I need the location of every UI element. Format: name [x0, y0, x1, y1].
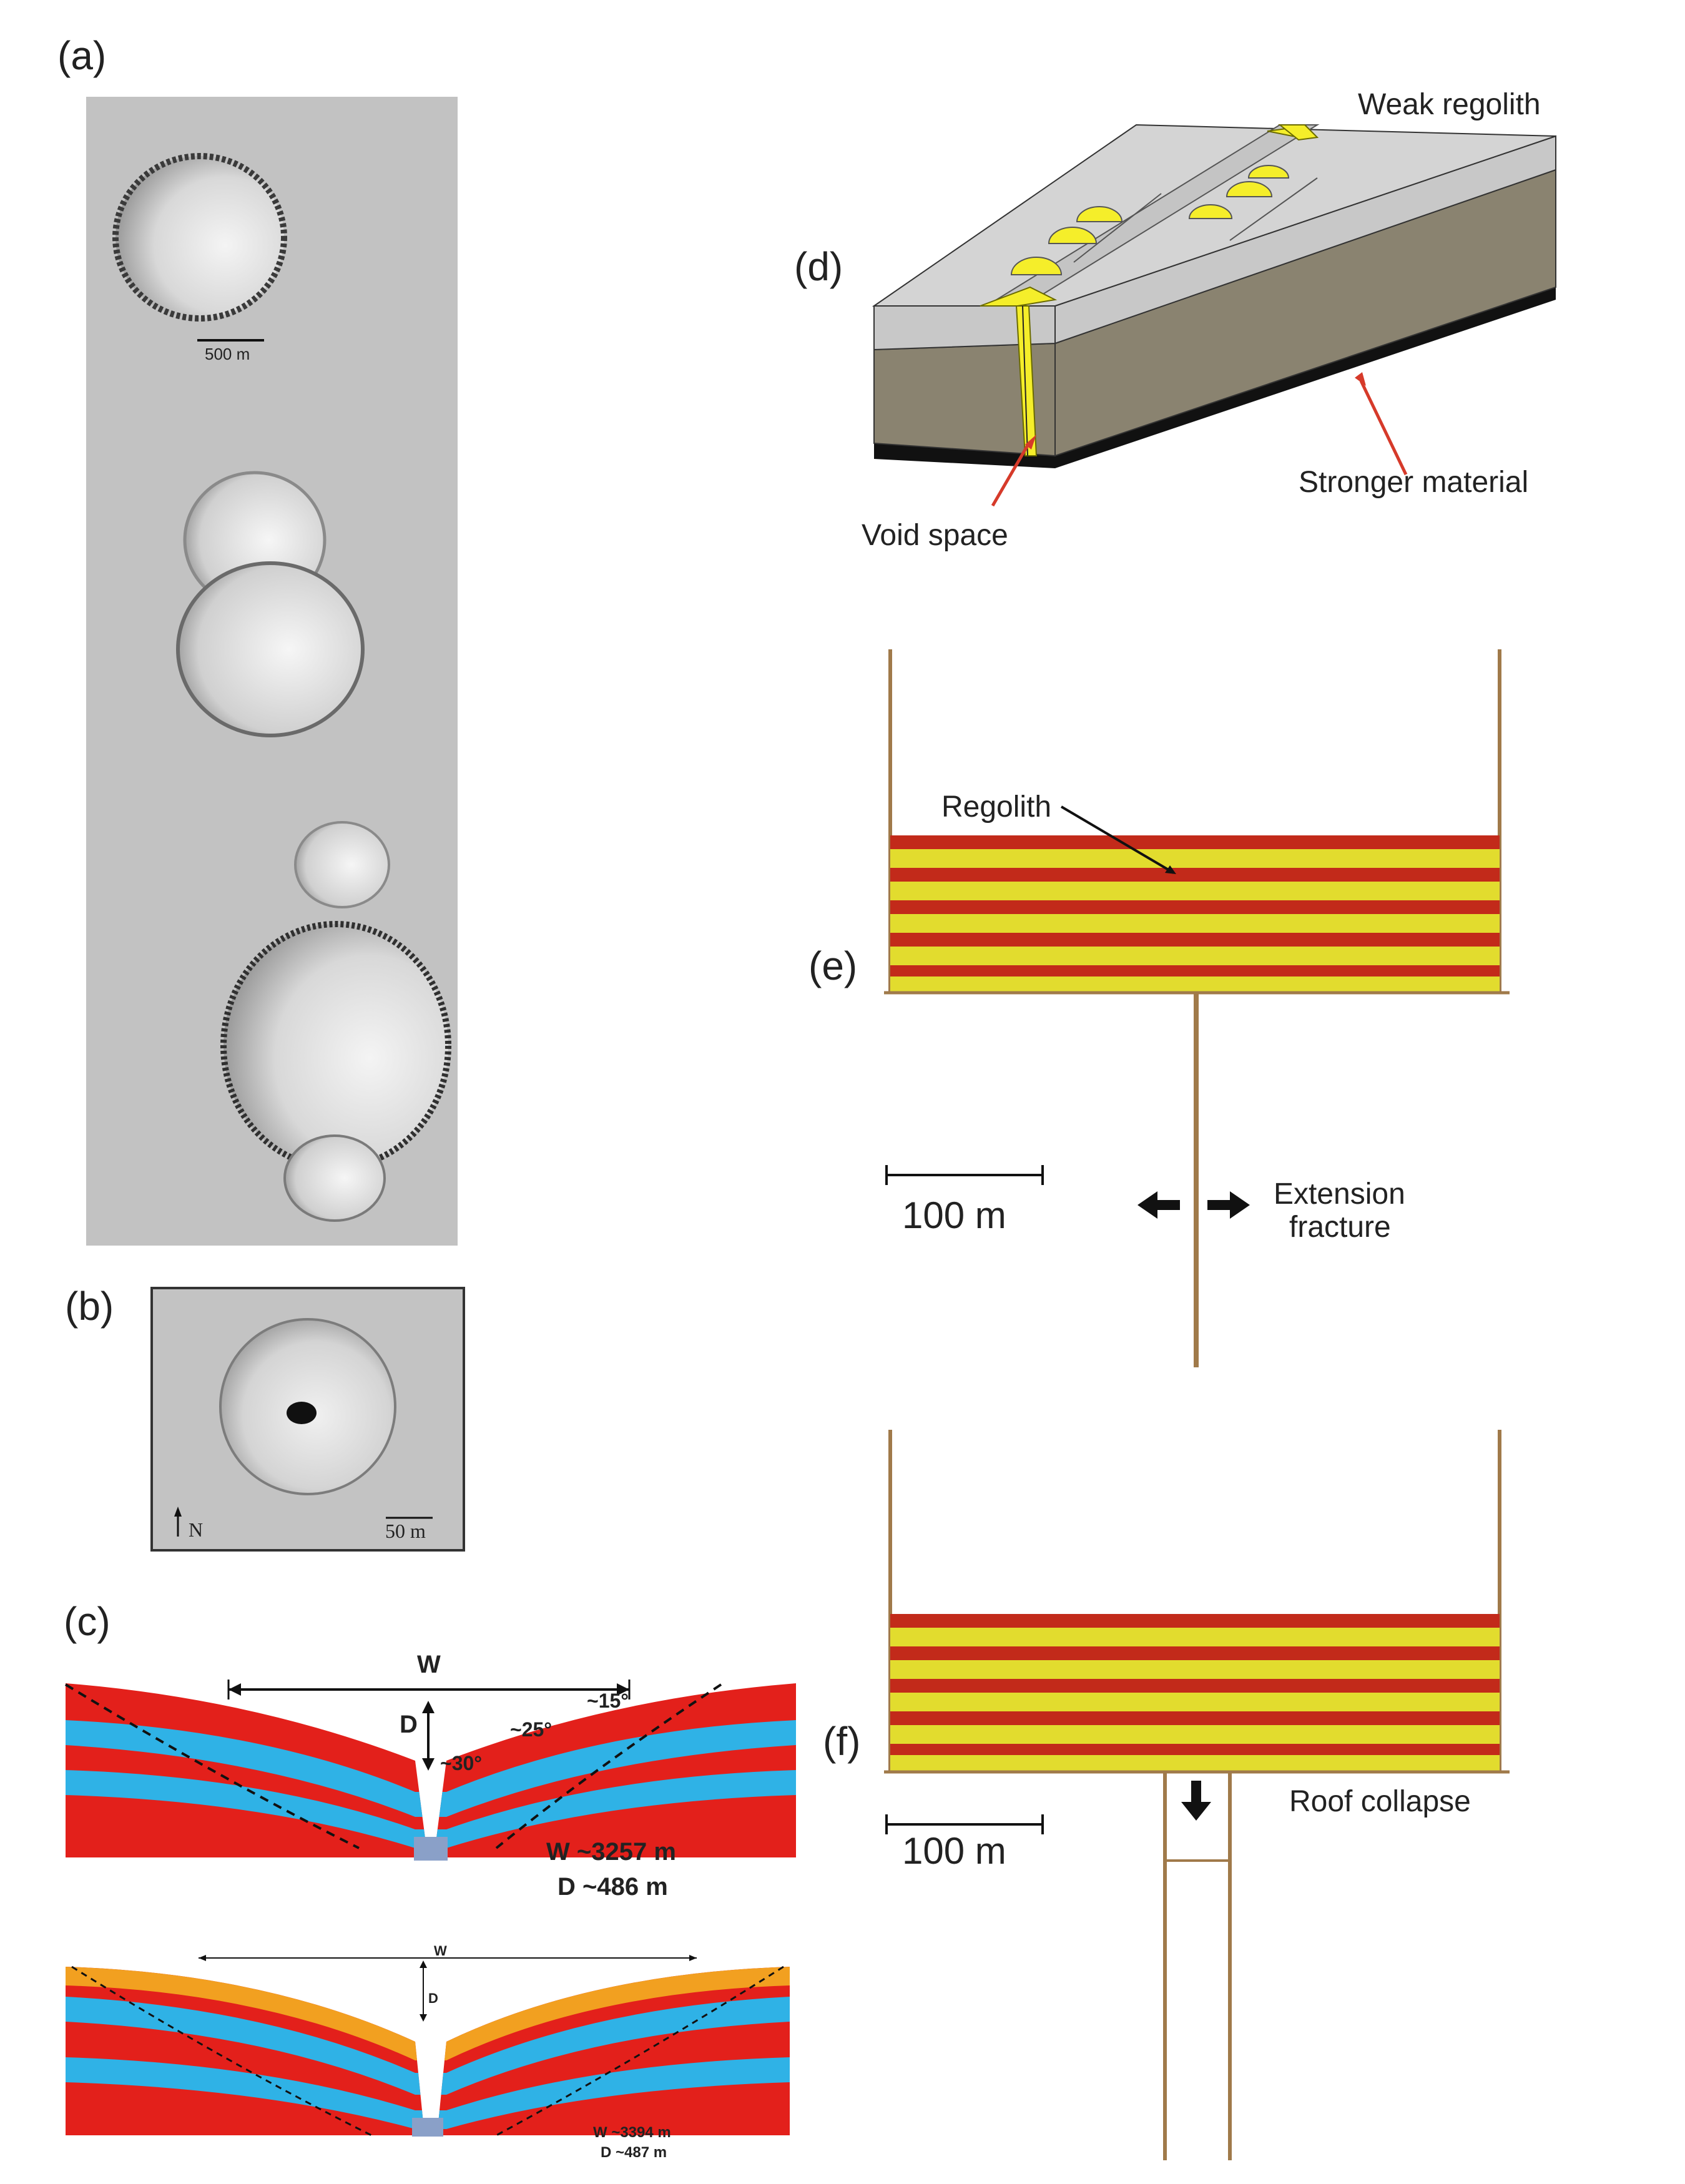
- panel-b-north-label: N: [189, 1518, 204, 1541]
- skylight-hole: [287, 1402, 317, 1424]
- pit-1: [112, 153, 287, 322]
- panel-e-label: (e): [808, 943, 858, 988]
- pit-3-small: [294, 821, 390, 908]
- panel-c-angle-15: ~15°: [587, 1690, 629, 1712]
- panel-c-angle-25: ~25°: [510, 1718, 553, 1741]
- panel-a-label: (a): [57, 33, 107, 78]
- extension-arrows: [1137, 1191, 1250, 1219]
- panel-d-label: (d): [794, 244, 843, 289]
- pit-3: [220, 921, 451, 1171]
- panel-e-model: [884, 649, 1510, 1367]
- panel-a-image: [86, 97, 458, 1246]
- panel-c-bottom-markers: [199, 1955, 697, 2022]
- pit-3-lobe: [283, 1134, 386, 1222]
- extension-fracture-label-2: fracture: [1289, 1211, 1391, 1244]
- panel-d-block-diagram: [872, 124, 1556, 507]
- regolith-layers: [890, 835, 1500, 993]
- panel-b-image: [150, 1287, 465, 1552]
- regolith-label: Regolith: [941, 790, 1052, 824]
- extension-fracture-label-1: Extension: [1274, 1178, 1405, 1211]
- panel-a-scale-label: 500 m: [205, 345, 250, 363]
- panel-c-label: (c): [64, 1599, 111, 1644]
- panel-e-scale-label: 100 m: [902, 1194, 1006, 1236]
- stronger-material-label: Stronger material: [1299, 466, 1529, 499]
- panel-c-top-w-value: W ~3257 m: [546, 1838, 676, 1866]
- roof-collapse-label: Roof collapse: [1289, 1785, 1471, 1818]
- panel-c-bottom-section: [66, 1965, 790, 2137]
- panel-c-bottom-w-marker: W: [434, 1943, 447, 1959]
- panel-c-bottom-w-value: W ~3394 m: [593, 2124, 671, 2141]
- panel-c-top-d-value: D ~486 m: [558, 1873, 668, 1901]
- pit-2b: [176, 561, 365, 737]
- panel-f-model: [884, 1430, 1510, 2160]
- panel-c-angle-30: ~30°: [440, 1752, 483, 1774]
- panel-b-scale-label: 50 m: [385, 1520, 426, 1542]
- regolith-layers-f: [890, 1614, 1500, 1771]
- stronger-material-arrow: [1359, 380, 1408, 476]
- panel-c-top-d-marker: D: [400, 1711, 418, 1738]
- weak-regolith-label: Weak regolith: [1358, 88, 1541, 121]
- pit-chain: [1010, 165, 1290, 275]
- panel-c-top-markers: [227, 1680, 631, 1771]
- panel-c-bottom-d-value: D ~487 m: [601, 2144, 667, 2161]
- panel-f-label: (f): [823, 1719, 861, 1764]
- panel-c-top-w-marker: W: [417, 1651, 441, 1678]
- panel-f-scale-label: 100 m: [902, 1830, 1006, 1872]
- panel-c-bottom-d-marker: D: [428, 1990, 438, 2006]
- void-space-label: Void space: [862, 519, 1008, 552]
- roof-collapse-arrow: [1181, 1781, 1211, 1821]
- void-space-arrow: [991, 442, 1031, 507]
- extension-fracture: [1194, 993, 1199, 1367]
- panel-b-label: (b): [65, 1284, 114, 1329]
